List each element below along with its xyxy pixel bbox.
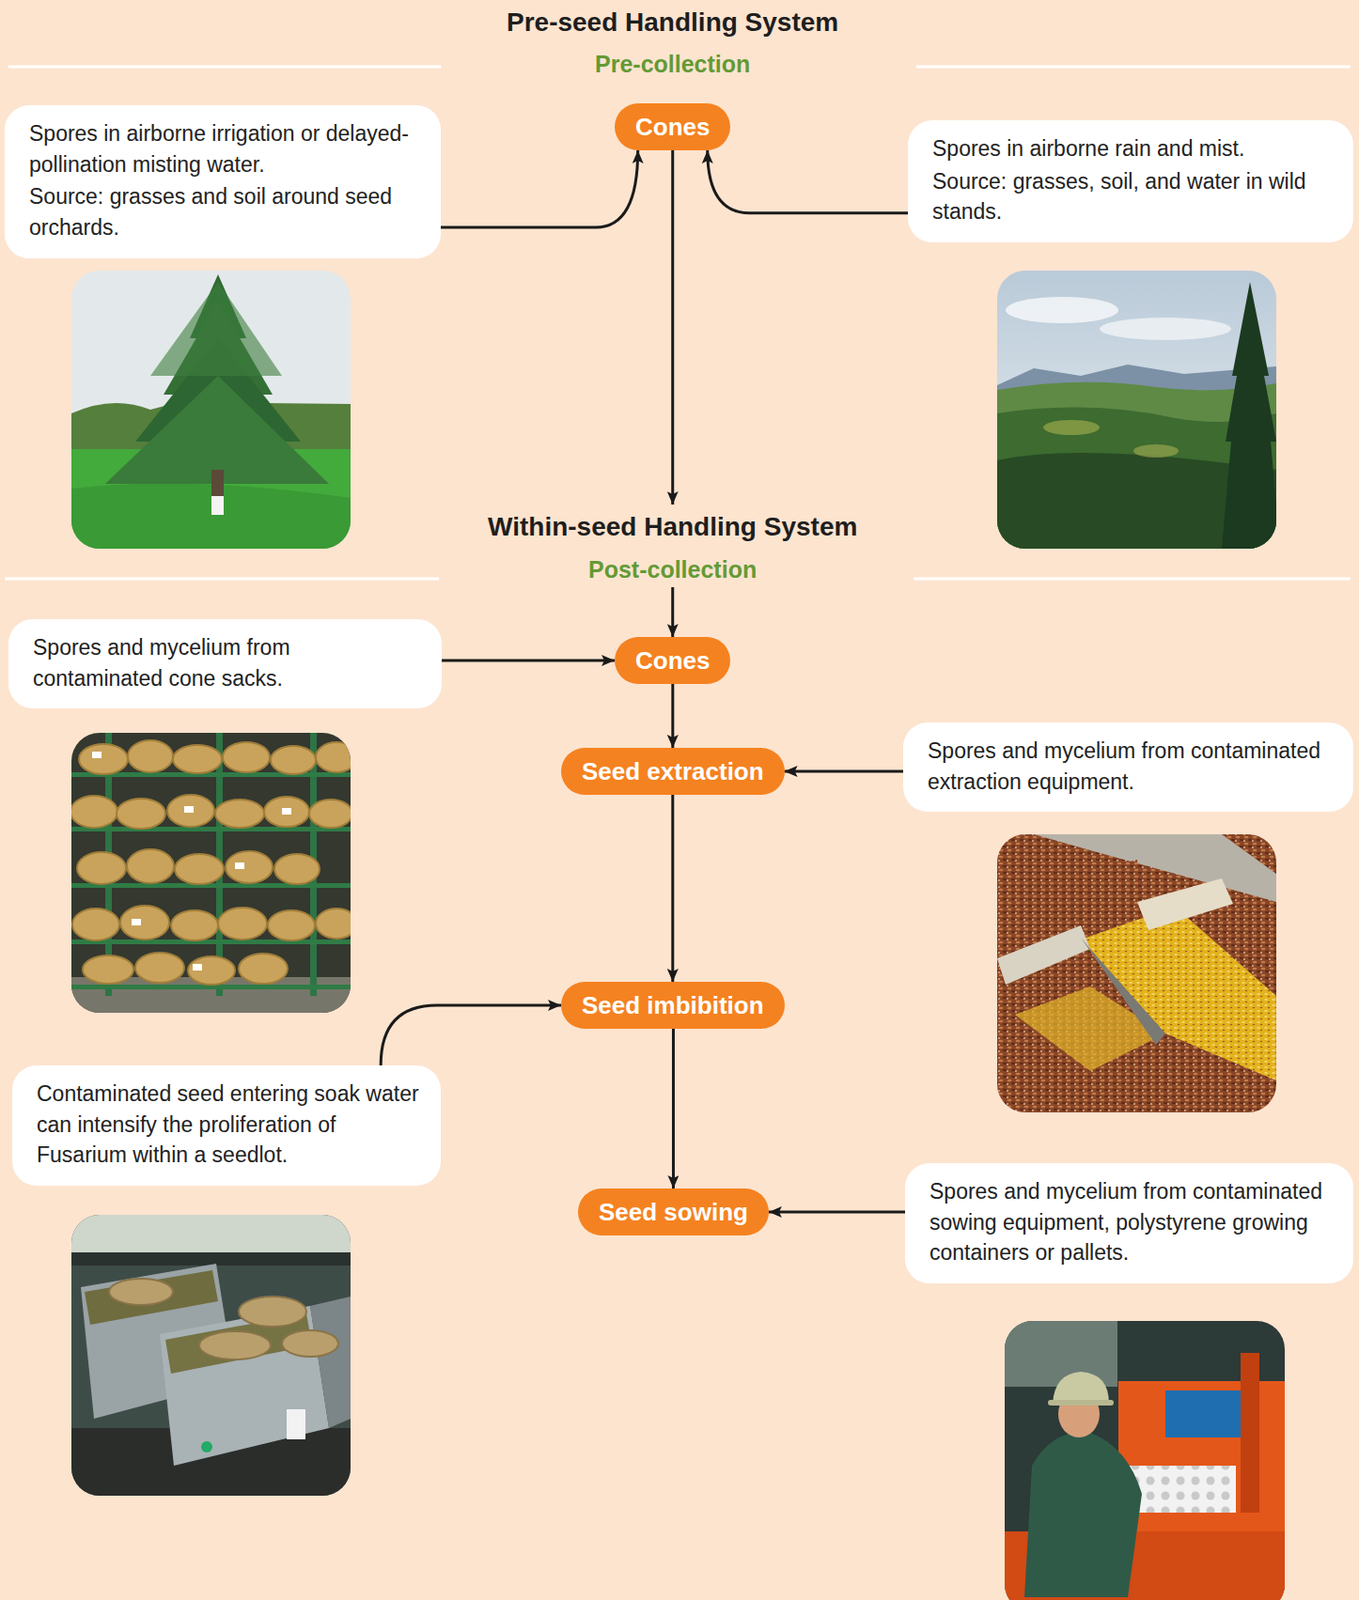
section-heading: Within-seed Handling System	[487, 512, 858, 543]
section-rule	[913, 577, 1351, 581]
callout-text: Spores and mycelium from contaminated co…	[32, 632, 422, 694]
sowing-photo	[1004, 1321, 1285, 1600]
section-subtitle: Pre-collection	[594, 50, 750, 79]
flow-arrow	[671, 795, 674, 983]
process-pill: Cones	[614, 637, 731, 685]
flow-arrow	[707, 150, 908, 214]
flow-arrow	[380, 1005, 562, 1066]
section-rule	[8, 65, 441, 69]
callout-text: Source: grasses, soil, and water in wild…	[932, 166, 1333, 228]
flow-arrow-segment	[671, 150, 674, 505]
flow-arrow	[784, 770, 904, 774]
callout-text: Contaminated seed entering soak water ca…	[36, 1078, 421, 1172]
flow-arrow	[441, 659, 615, 663]
process-pill: Seed extraction	[561, 748, 785, 796]
flow-arrow	[671, 684, 674, 749]
extraction-photo	[997, 834, 1277, 1113]
process-pill: Cones	[614, 103, 731, 151]
diagram-title: Pre-seed Handling System	[506, 7, 839, 38]
flow-arrow-segment	[671, 587, 674, 638]
soak-tanks-photo	[71, 1215, 351, 1497]
callout-text: Spores and mycelium from contaminated ex…	[927, 735, 1333, 797]
callout-text: Source: grasses and soil around seed orc…	[29, 181, 421, 243]
callout-box: Spores in airborne rain and mist.Source:…	[907, 120, 1354, 243]
step-label: Cones	[635, 103, 710, 151]
callout-text: Spores in airborne rain and mist.	[932, 133, 1333, 165]
flow-arrow	[768, 1211, 906, 1215]
callout-box: Contaminated seed entering soak water ca…	[12, 1065, 441, 1187]
cone-sacks-photo	[71, 733, 351, 1014]
callout-box: Spores in airborne irrigation or delayed…	[4, 105, 441, 259]
section-rule	[4, 577, 439, 581]
step-label: Seed imbibition	[581, 982, 765, 1030]
section-subtitle: Post-collection	[588, 556, 757, 584]
callout-text: Spores in airborne irrigation or delayed…	[29, 118, 421, 180]
forest-photo	[997, 270, 1277, 549]
process-pill: Seed imbibition	[561, 982, 785, 1030]
flow-arrow	[671, 1029, 675, 1189]
flow-arrow	[440, 150, 639, 228]
callout-box: Spores and mycelium from contaminated ex…	[903, 722, 1354, 813]
process-pill: Seed sowing	[577, 1188, 769, 1236]
callout-box: Spores and mycelium from contaminated so…	[905, 1163, 1354, 1284]
callout-text: Spores and mycelium from contaminated so…	[929, 1176, 1333, 1269]
step-label: Seed extraction	[581, 748, 765, 796]
step-label: Cones	[635, 637, 710, 685]
section-rule	[916, 65, 1351, 69]
step-label: Seed sowing	[598, 1188, 749, 1236]
orchard-photo	[71, 270, 351, 549]
callout-box: Spores and mycelium from contaminated co…	[8, 619, 442, 709]
